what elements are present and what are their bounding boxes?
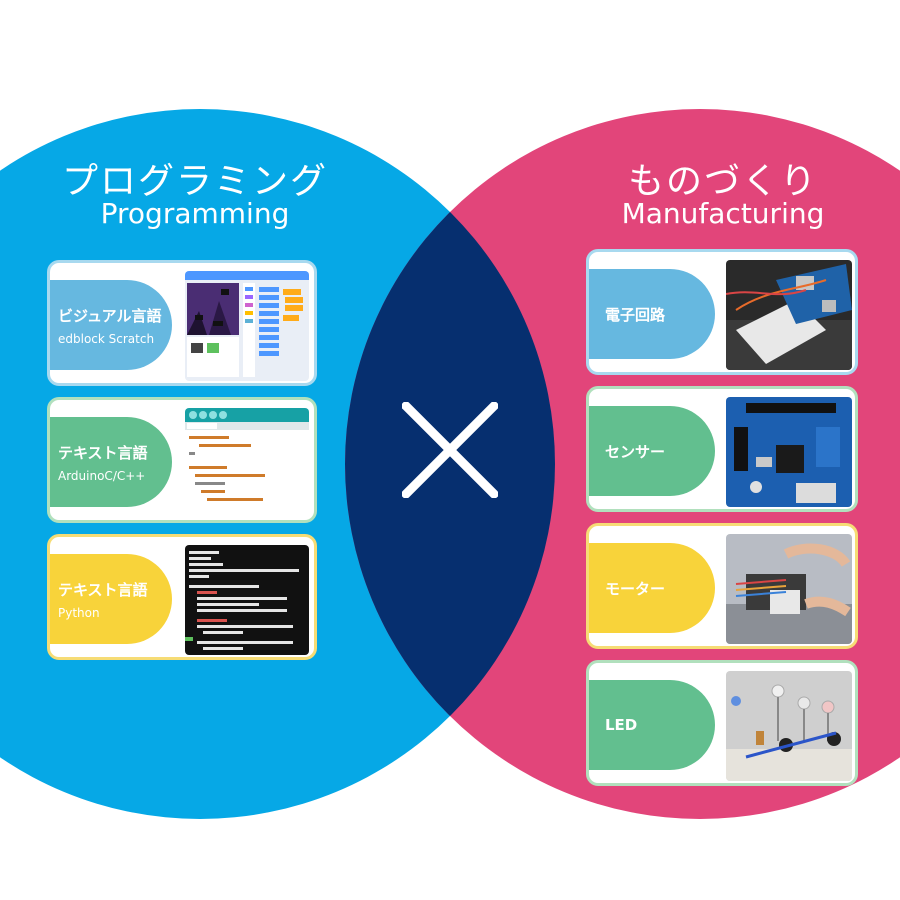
pill-electronic-circuit: 電子回路 <box>589 269 715 359</box>
pill-sensor: センサー <box>589 406 715 496</box>
pill-motor: モーター <box>589 543 715 633</box>
pill-visual-language: ビジュアル言語 edblock Scratch <box>50 280 172 370</box>
pill-text-language-python: テキスト言語 Python <box>50 554 172 644</box>
pill-text-language-arduino: テキスト言語 ArduinoC/C++ <box>50 417 172 507</box>
led-circuit-photo <box>726 671 852 781</box>
pill-label: テキスト言語 <box>58 443 148 462</box>
card-electronic-circuit: 電子回路 <box>586 249 858 375</box>
programming-title-en: Programming <box>100 197 290 230</box>
pill-sub: Python <box>58 605 100 620</box>
card-visual-language: ビジュアル言語 edblock Scratch <box>47 260 317 386</box>
pill-led: LED <box>589 680 715 770</box>
pill-sub: ArduinoC/C++ <box>58 468 146 483</box>
card-led: LED <box>586 660 858 786</box>
card-text-language-arduino: テキスト言語 ArduinoC/C++ <box>47 397 317 523</box>
multiply-cross-icon <box>402 402 498 498</box>
motor-robot-photo <box>726 534 852 644</box>
pill-label: 電子回路 <box>605 305 666 324</box>
pill-label: ビジュアル言語 <box>58 306 162 325</box>
manufacturing-title-en: Manufacturing <box>621 197 825 230</box>
card-sensor: センサー <box>586 386 858 512</box>
sensor-board-photo <box>726 397 852 507</box>
python-terminal-screenshot <box>185 545 309 655</box>
manufacturing-title-jp: ものづくり <box>627 161 818 202</box>
pill-label: LED <box>605 716 638 734</box>
card-text-language-python: テキスト言語 Python <box>47 534 317 660</box>
pill-label: センサー <box>605 442 666 461</box>
card-motor: モーター <box>586 523 858 649</box>
programming-title-jp: プログラミング <box>61 161 328 202</box>
arduino-breadboard-photo <box>726 260 852 370</box>
pill-sub: edblock Scratch <box>58 331 155 346</box>
arduino-ide-screenshot <box>185 408 309 518</box>
pill-label: モーター <box>605 579 666 598</box>
pill-label: テキスト言語 <box>58 580 148 599</box>
scratch-editor-screenshot <box>185 271 309 381</box>
